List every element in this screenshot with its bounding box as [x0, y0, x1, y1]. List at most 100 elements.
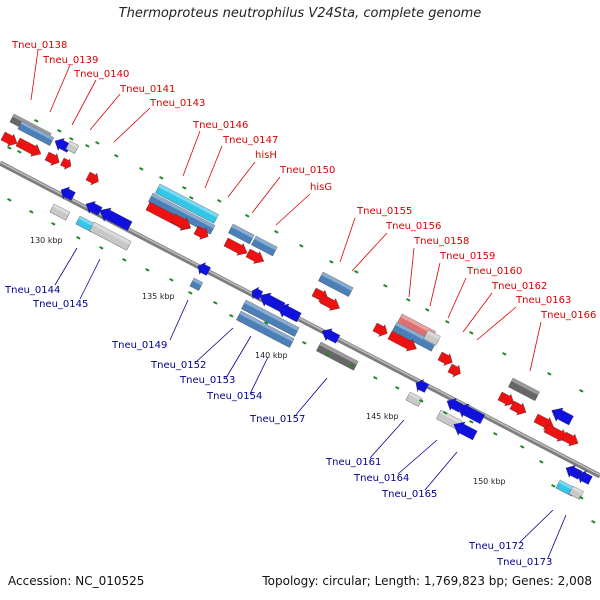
- axis-tick-dash-22: [469, 331, 474, 335]
- gene-arrow-reverse-7[interactable]: [274, 300, 302, 324]
- gene-label-tneu-0172[interactable]: Tneu_0172: [468, 541, 524, 552]
- feature-box-cyan-1[interactable]: [155, 183, 219, 224]
- gene-label-tneu-0147[interactable]: Tneu_0147: [222, 135, 278, 146]
- gene-label-tneu-0159[interactable]: Tneu_0159: [439, 251, 495, 262]
- callout-line-top-13: [429, 262, 441, 307]
- axis-tick-dash-8: [139, 167, 144, 171]
- gene-arrow-forward-9[interactable]: [223, 236, 251, 259]
- gene-arrow-reverse-2[interactable]: [83, 198, 103, 217]
- axis-tick-dash-41: [373, 376, 378, 380]
- gene-arrow-reverse-14[interactable]: [563, 462, 583, 481]
- callout-line-top-15: [462, 292, 493, 333]
- gene-label-tneu-0144[interactable]: Tneu_0144: [4, 285, 60, 296]
- gene-arrow-forward-14[interactable]: [387, 329, 420, 355]
- axis-tick-dash-49: [551, 484, 556, 488]
- gene-arrow-forward-15[interactable]: [437, 350, 456, 368]
- gene-arrow-forward-5[interactable]: [85, 170, 102, 188]
- axis-tick-dash-27: [29, 210, 34, 214]
- feature-box-blue-8[interactable]: [241, 299, 300, 337]
- feature-box-gray-3[interactable]: [316, 341, 359, 371]
- gene-label-tneu-0165[interactable]: Tneu_0165: [381, 489, 437, 500]
- axis-tick-dash-20: [425, 308, 430, 312]
- gene-arrow-reverse-3[interactable]: [96, 204, 133, 233]
- topology-text: Topology: circular; Length: 1,769,823 bp…: [262, 574, 592, 588]
- gene-arrow-reverse-12[interactable]: [450, 418, 478, 442]
- axis-tick-dash-16: [329, 260, 334, 264]
- axis-tick-dash-34: [188, 291, 193, 295]
- gene-arrow-forward-18[interactable]: [509, 399, 529, 418]
- gene-label-tneu-0155[interactable]: Tneu_0155: [356, 206, 412, 217]
- feature-box-blue-7[interactable]: [189, 277, 204, 291]
- gene-arrow-forward-7[interactable]: [170, 212, 194, 233]
- gene-label-tneu-0157[interactable]: Tneu_0157: [249, 414, 305, 425]
- feature-box-blue-3[interactable]: [228, 223, 255, 245]
- gene-arrow-forward-16[interactable]: [447, 362, 464, 380]
- axis-tick-dash-4: [69, 137, 74, 141]
- axis-tick-dash-23: [502, 352, 507, 356]
- gene-label-tneu-0158[interactable]: Tneu_0158: [413, 236, 469, 247]
- gene-arrow-forward-1[interactable]: [0, 130, 20, 149]
- callout-line-bottom-7: [369, 419, 405, 459]
- gene-label-tneu-0153[interactable]: Tneu_0153: [179, 375, 235, 386]
- gene-label-tneu-0138[interactable]: Tneu_0138: [11, 40, 67, 51]
- gene-label-tneu-0154[interactable]: Tneu_0154: [206, 391, 262, 402]
- gene-label-tneu-0163[interactable]: Tneu_0163: [515, 295, 571, 306]
- gene-arrow-forward-8[interactable]: [193, 224, 212, 242]
- callout-line-top-4: [113, 107, 151, 143]
- gene-label-tneu-0161[interactable]: Tneu_0161: [325, 457, 381, 468]
- feature-box-light-1[interactable]: [65, 140, 80, 154]
- gene-label-tneu-0149[interactable]: Tneu_0149: [111, 340, 167, 351]
- gene-arrow-reverse-4[interactable]: [195, 260, 212, 278]
- gene-arrow-forward-2[interactable]: [15, 136, 44, 160]
- gene-arrow-forward-21[interactable]: [561, 430, 581, 449]
- gene-arrow-forward-10[interactable]: [245, 247, 267, 267]
- gene-arrow-forward-12[interactable]: [319, 293, 343, 314]
- feature-box-blue-9[interactable]: [236, 310, 295, 348]
- gene-label-tneu-0152[interactable]: Tneu_0152: [150, 360, 206, 371]
- gene-label-tneu-0162[interactable]: Tneu_0162: [491, 281, 547, 292]
- callout-line-top-12: [408, 247, 415, 298]
- gene-label-tneu-0139[interactable]: Tneu_0139: [42, 55, 98, 66]
- gene-arrow-reverse-9[interactable]: [413, 377, 430, 395]
- gene-label-tneu-0140[interactable]: Tneu_0140: [73, 69, 129, 80]
- gene-label-tneu-0141[interactable]: Tneu_0141: [119, 84, 175, 95]
- gene-label-tneu-0156[interactable]: Tneu_0156: [385, 221, 441, 232]
- gene-label-tneu-0164[interactable]: Tneu_0164: [353, 473, 409, 484]
- callout-line-top-10: [339, 217, 356, 263]
- gene-label-hisg[interactable]: hisG: [310, 182, 332, 193]
- callout-line-top-0: [30, 49, 39, 101]
- callout-line-bottom-2: [169, 299, 189, 341]
- gene-label-tneu-0150[interactable]: Tneu_0150: [279, 165, 335, 176]
- callout-line-top-2: [71, 79, 97, 126]
- gene-arrow-reverse-8[interactable]: [319, 325, 341, 345]
- gene-arrow-forward-4[interactable]: [59, 156, 73, 171]
- gene-arrow-forward-17[interactable]: [497, 390, 517, 409]
- gene-label-tneu-0166[interactable]: Tneu_0166: [540, 310, 596, 321]
- gene-arrow-forward-3[interactable]: [44, 150, 63, 168]
- gene-label-tneu-0145[interactable]: Tneu_0145: [32, 299, 88, 310]
- gene-label-tneu-0143[interactable]: Tneu_0143: [149, 98, 205, 109]
- feature-box-blue-5[interactable]: [318, 271, 354, 297]
- gene-label-tneu-0146[interactable]: Tneu_0146: [192, 120, 248, 131]
- gene-label-tneu-0173[interactable]: Tneu_0173: [496, 557, 552, 568]
- gene-arrow-reverse-1[interactable]: [58, 184, 77, 202]
- feature-box-gray-2[interactable]: [508, 377, 540, 402]
- gene-arrow-reverse-13[interactable]: [548, 404, 574, 427]
- feature-box-blue-4[interactable]: [251, 235, 278, 257]
- feature-box-light-4[interactable]: [89, 221, 132, 251]
- gene-label-tneu-0160[interactable]: Tneu_0160: [466, 266, 522, 277]
- axis-tick-dash-19: [406, 298, 411, 302]
- axis-tick-dash-51: [591, 520, 596, 524]
- map-title: Thermoproteus neutrophilus V24Sta, compl…: [118, 6, 482, 21]
- gene-arrow-reverse-15[interactable]: [575, 468, 594, 486]
- feature-box-blue-1[interactable]: [17, 120, 55, 146]
- callout-line-bottom-1: [79, 258, 101, 300]
- feature-box-light-3[interactable]: [49, 203, 71, 221]
- gene-arrow-reverse-11[interactable]: [454, 400, 486, 426]
- gene-label-hish[interactable]: hisH: [255, 150, 277, 161]
- feature-box-light-2[interactable]: [423, 329, 441, 346]
- feature-box-light-5[interactable]: [405, 391, 423, 407]
- callout-line-bottom-0: [54, 247, 78, 286]
- gene-arrow-forward-13[interactable]: [372, 321, 391, 339]
- axis-tick-dash-12: [217, 199, 222, 203]
